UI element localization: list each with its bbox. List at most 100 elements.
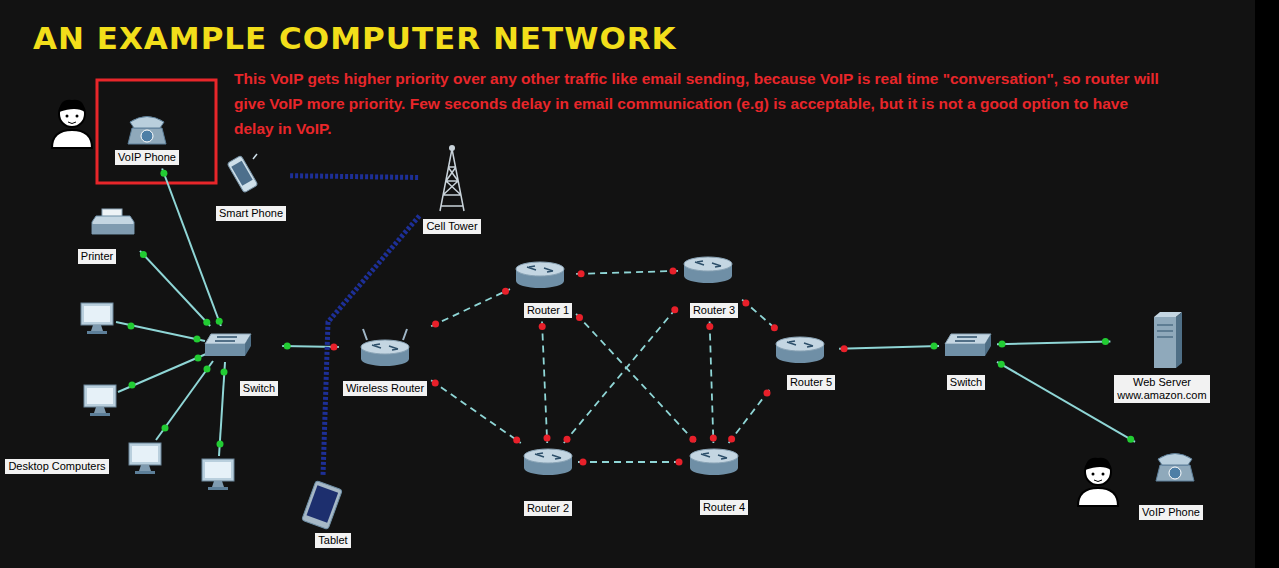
network-device: VoIP Phone (115, 108, 179, 165)
network-link (742, 300, 778, 331)
network-device: VoIP Phone (1139, 445, 1203, 520)
router-icon (682, 255, 734, 285)
device-label-text: VoIP Phone (1142, 506, 1200, 519)
device-label-text: Smart Phone (219, 207, 283, 220)
printer-icon (90, 207, 136, 237)
device-label-text: Router 4 (703, 501, 745, 514)
phone-icon (126, 108, 168, 148)
link-status-dot (706, 323, 713, 330)
link-status-dot (330, 344, 337, 351)
device-label-text: Web Server (1117, 376, 1206, 389)
device-label-text: Router 2 (527, 502, 569, 515)
device-label-text: Router 1 (527, 304, 569, 317)
link-status-dot (284, 343, 291, 350)
tower-icon (436, 143, 468, 213)
device-label: VoIP Phone (1139, 505, 1203, 520)
device-label-text: Tablet (318, 534, 347, 547)
router-icon (522, 447, 574, 477)
link-status-dot (513, 437, 520, 444)
network-device: Switch (943, 330, 993, 390)
link-status-dot (1102, 338, 1109, 345)
link-status-dot (671, 306, 678, 313)
link-status-dot (502, 288, 509, 295)
link-status-dot (742, 299, 749, 306)
network-device: Switch (203, 330, 278, 396)
network-link (431, 380, 521, 443)
network-link (140, 251, 210, 326)
person-figure (52, 100, 92, 148)
link-status-dot (432, 321, 439, 328)
link-status-dot (999, 341, 1006, 348)
diagram-title: AN EXAMPLE COMPUTER NETWORK (33, 18, 677, 58)
router-icon (514, 260, 566, 290)
network-device: Wireless Router (343, 328, 427, 396)
network-link (710, 322, 714, 444)
device-label: Router 1 (524, 303, 572, 318)
link-status-dot (140, 251, 147, 258)
network-link (162, 169, 221, 327)
link-status-dot (539, 323, 546, 330)
link-status-dot (676, 459, 683, 466)
device-label-text: Wireless Router (346, 382, 424, 395)
link-status-dot (578, 270, 585, 277)
edge-strip (1255, 0, 1279, 568)
network-link (839, 346, 939, 349)
network-link (997, 341, 1110, 344)
link-status-dot (689, 436, 696, 443)
link-status-dot (564, 436, 571, 443)
router-icon (688, 447, 740, 477)
link-status-dot (203, 319, 210, 326)
network-device: Router 1 (514, 260, 572, 318)
device-label: Router 2 (524, 501, 572, 516)
device-label: Switch (947, 375, 985, 390)
network-link (431, 289, 510, 326)
network-link (282, 346, 339, 347)
link-status-dot (576, 314, 583, 321)
link-status-dot (998, 361, 1005, 368)
router-icon (774, 335, 826, 365)
device-label: Tablet (315, 533, 350, 548)
link-status-dot (771, 324, 778, 331)
device-label: Router 5 (787, 375, 835, 390)
network-device: Router 3 (682, 255, 738, 318)
network-device: Cell Tower (423, 143, 480, 234)
network-device: Router 4 (688, 447, 748, 515)
device-label-text: Router 5 (790, 376, 832, 389)
device-label-text: www.amazon.com (1117, 389, 1206, 402)
network-link (576, 314, 696, 443)
device-label-text: Switch (243, 382, 275, 395)
network-link (290, 176, 419, 178)
network-device: Smart Phone (216, 153, 286, 221)
link-status-dot (432, 380, 439, 387)
network-device: Tablet (299, 480, 351, 548)
server-icon (1151, 311, 1183, 369)
device-label: Router 3 (690, 303, 738, 318)
device-label-text: Router 3 (693, 304, 735, 317)
link-status-dot (670, 268, 677, 275)
link-status-dot (764, 390, 771, 397)
device-label-text: Switch (950, 376, 982, 389)
device-label: Desktop Computers (5, 459, 108, 474)
network-device: Router 2 (522, 447, 574, 516)
device-label: Switch (240, 381, 278, 396)
device-label: Router 4 (700, 500, 748, 515)
link-status-dot (931, 343, 938, 350)
annotation-note: This VoIP gets higher priority over any … (234, 66, 1169, 141)
device-label: Wireless Router (343, 381, 427, 396)
network-link (578, 461, 684, 463)
link-status-dot (1127, 436, 1134, 443)
network-device: Web Serverwww.amazon.com (1114, 311, 1209, 403)
device-label: Web Serverwww.amazon.com (1114, 375, 1209, 403)
link-status-dot (544, 435, 551, 442)
link-status-dot (216, 318, 223, 325)
network-link (542, 322, 547, 444)
link-status-dot (160, 170, 167, 177)
device-label: Cell Tower (423, 219, 480, 234)
link-status-dot (728, 436, 735, 443)
network-device: Router 5 (774, 335, 835, 390)
link-status-dot (580, 459, 587, 466)
device-label: VoIP Phone (115, 150, 179, 165)
device-label-text: VoIP Phone (118, 151, 176, 164)
phone-icon (1154, 445, 1196, 485)
switch-icon (203, 330, 253, 360)
